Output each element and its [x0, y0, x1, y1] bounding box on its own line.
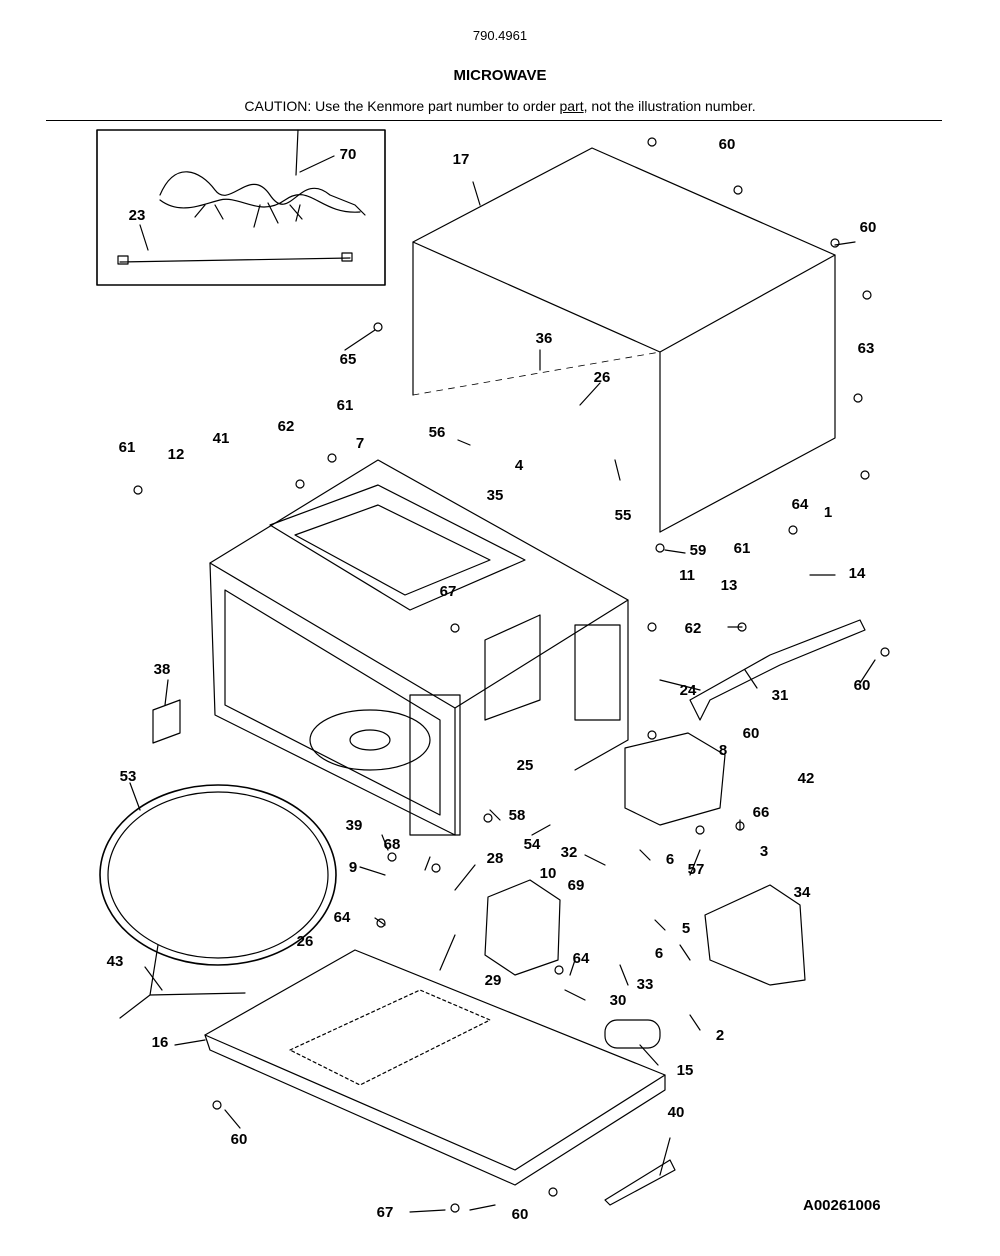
callout-62: 62: [278, 418, 295, 435]
callout-54: 54: [524, 836, 541, 853]
callout-67: 67: [377, 1204, 394, 1221]
callout-55: 55: [615, 507, 632, 524]
callout-69: 69: [568, 877, 585, 894]
callout-60: 60: [512, 1206, 529, 1223]
callout-8: 8: [719, 742, 727, 759]
callout-15: 15: [677, 1062, 694, 1079]
magnetron: [624, 732, 726, 826]
callout-14: 14: [849, 565, 866, 582]
callout-53: 53: [120, 768, 137, 785]
callout-63: 63: [858, 340, 875, 357]
callout-16: 16: [152, 1034, 169, 1051]
callout-42: 42: [798, 770, 815, 787]
callout-30: 30: [610, 992, 627, 1009]
callout-33: 33: [637, 976, 654, 993]
callout-41: 41: [213, 430, 230, 447]
callout-2: 2: [716, 1027, 724, 1044]
callout-64: 64: [792, 496, 809, 513]
transformer: [484, 879, 561, 976]
callout-4: 4: [515, 457, 524, 474]
callout-34: 34: [794, 884, 811, 901]
callout-68: 68: [384, 836, 401, 853]
callout-64: 64: [334, 909, 351, 926]
fasteners: [133, 137, 890, 1213]
callout-17: 17: [453, 151, 470, 168]
outer-case: [412, 147, 836, 533]
callout-9: 9: [349, 859, 357, 876]
callout-38: 38: [154, 661, 171, 678]
page-title: MICROWAVE: [453, 67, 547, 84]
caution-part-word: part: [559, 98, 584, 114]
callout-43: 43: [107, 953, 124, 970]
callout-61: 61: [337, 397, 354, 414]
roller-ring: [99, 784, 337, 966]
callout-64: 64: [573, 950, 590, 967]
base-plate: [204, 949, 666, 1186]
callout-70: 70: [340, 146, 357, 163]
callout-29: 29: [485, 972, 502, 989]
callout-62: 62: [685, 620, 702, 637]
callout-10: 10: [540, 865, 557, 882]
callout-56: 56: [429, 424, 446, 441]
callout-11: 11: [679, 567, 695, 584]
callout-60: 60: [860, 219, 877, 236]
callout-40: 40: [668, 1104, 685, 1121]
callout-66: 66: [753, 804, 770, 821]
callout-35: 35: [487, 487, 504, 504]
callout-31: 31: [772, 687, 789, 704]
callout-59: 59: [690, 542, 707, 559]
callout-6: 6: [655, 945, 663, 962]
callout-60: 60: [231, 1131, 248, 1148]
callout-67: 67: [440, 583, 457, 600]
callout-61: 61: [119, 439, 136, 456]
callout-32: 32: [561, 844, 578, 861]
callout-13: 13: [721, 577, 738, 594]
label-plate: [152, 699, 181, 744]
callout-36: 36: [536, 330, 553, 347]
callout-65: 65: [340, 351, 357, 368]
callout-3: 3: [760, 843, 768, 860]
callout-23: 23: [129, 207, 146, 224]
caution-note: CAUTION: Use the Kenmore part number to …: [244, 98, 756, 114]
callout-7: 7: [356, 435, 364, 452]
callout-60: 60: [854, 677, 871, 694]
oven-cavity: [209, 459, 629, 836]
model-number: 790.4961: [472, 28, 528, 43]
figure-id: A00261006: [803, 1197, 881, 1214]
callout-1: 1: [824, 504, 832, 521]
callout-24: 24: [680, 682, 697, 699]
callout-60: 60: [719, 136, 736, 153]
air-duct: [704, 884, 806, 986]
callout-12: 12: [168, 446, 185, 463]
callout-26: 26: [594, 369, 611, 386]
callout-60: 60: [743, 725, 760, 742]
callout-57: 57: [688, 861, 705, 878]
wire-harness-inset: [96, 129, 386, 286]
callout-39: 39: [346, 817, 363, 834]
callout-25: 25: [517, 757, 534, 774]
header-rule: [46, 120, 942, 121]
bracket: [689, 619, 866, 721]
callout-5: 5: [682, 920, 690, 937]
capacitor: [604, 1019, 661, 1049]
roller-support: [119, 944, 246, 1019]
callout-58: 58: [509, 807, 526, 824]
callout-26: 26: [297, 933, 314, 950]
trim-strip: [604, 1159, 676, 1206]
callout-6: 6: [666, 851, 674, 868]
callout-61: 61: [734, 540, 751, 557]
callout-28: 28: [487, 850, 504, 867]
